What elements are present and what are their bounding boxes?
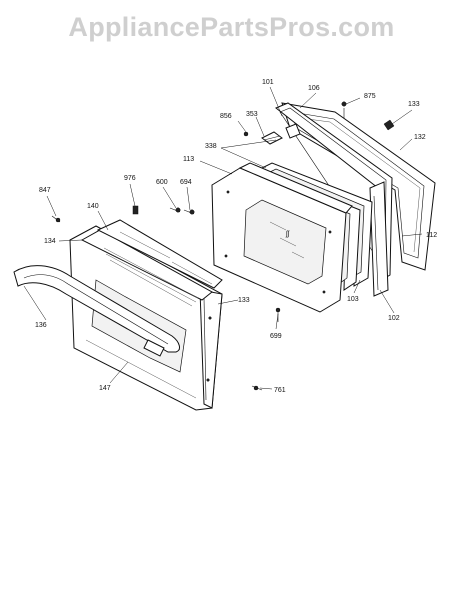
callout-102: 102 xyxy=(388,315,400,322)
screw-875 xyxy=(341,101,347,118)
callout-133-side: 133 xyxy=(238,297,250,304)
callout-101: 101 xyxy=(262,79,274,86)
callout-136: 136 xyxy=(35,322,47,329)
svg-text:ʃʃ: ʃʃ xyxy=(285,231,291,238)
side-rail xyxy=(369,181,389,297)
callout-976: 976 xyxy=(124,175,136,182)
door-handle xyxy=(13,265,180,357)
screw-856 xyxy=(243,131,249,137)
callout-106: 106 xyxy=(308,85,320,92)
callout-140: 140 xyxy=(87,203,99,210)
callout-875: 875 xyxy=(364,93,376,100)
screw-133-top xyxy=(383,119,395,131)
screw-699 xyxy=(275,307,281,322)
callout-133-top: 133 xyxy=(408,101,420,108)
callout-134: 134 xyxy=(44,238,56,245)
screw-847 xyxy=(51,215,61,223)
callout-694: 694 xyxy=(180,179,192,186)
callout-147: 147 xyxy=(99,385,111,392)
callout-338: 338 xyxy=(205,143,217,150)
callout-761: 761 xyxy=(274,387,286,394)
hinge-clip xyxy=(261,123,301,145)
inner-panel: ʃʃ xyxy=(211,162,353,313)
callout-labels: 101 106 875 133 856 353 338 113 132 112 … xyxy=(35,79,437,394)
callout-600: 600 xyxy=(156,179,168,186)
screws xyxy=(51,101,395,391)
screw-694 xyxy=(183,209,195,215)
callout-856: 856 xyxy=(220,113,232,120)
watermark-logo: AppliancePartsPros.com xyxy=(68,12,395,42)
callout-132: 132 xyxy=(414,134,426,141)
callout-847: 847 xyxy=(39,187,51,194)
callout-112: 112 xyxy=(426,232,437,239)
screw-600 xyxy=(169,207,181,213)
outer-door xyxy=(69,219,223,411)
leader-lines xyxy=(23,86,423,390)
callout-113: 113 xyxy=(183,156,194,163)
screw-761 xyxy=(251,385,263,391)
callout-353: 353 xyxy=(246,111,258,118)
callout-103: 103 xyxy=(347,296,359,303)
screw-976 xyxy=(132,205,139,215)
callout-699: 699 xyxy=(270,333,282,340)
